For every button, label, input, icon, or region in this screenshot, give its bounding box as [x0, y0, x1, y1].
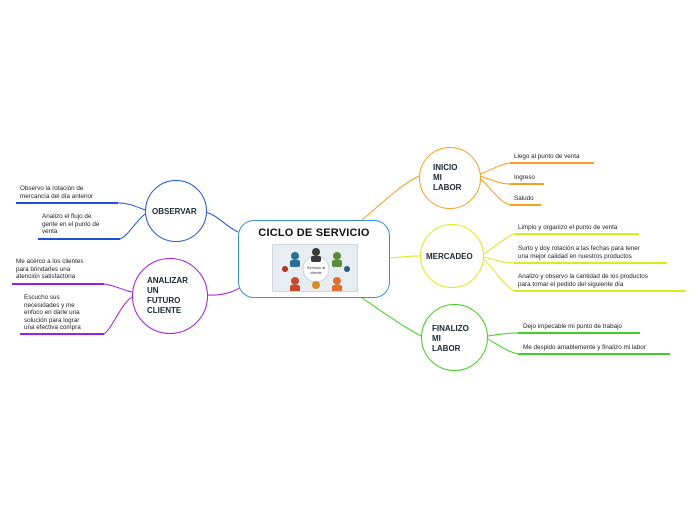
node-observar-label: OBSERVAR [152, 207, 197, 216]
link-central-observar [204, 211, 239, 233]
finalizo-leaf-2[interactable]: Me despido amablemente y finalizo mi lab… [523, 344, 646, 351]
link-analizar-leaf-2 [103, 296, 133, 335]
observar-leaf-1[interactable]: Observo la rotación de mercancía del día… [20, 185, 94, 200]
node-finalizo-mi-labor[interactable] [421, 304, 488, 371]
node-observar[interactable] [145, 180, 207, 242]
link-inicio-leaf-3 [479, 177, 511, 206]
link-finalizo-leaf-1 [487, 332, 519, 337]
link-central-mercadeo [389, 255, 421, 259]
link-observar-leaf-2 [119, 213, 146, 240]
mercadeo-leaf-3[interactable]: Analizo y observo la cantidad de los pro… [518, 273, 648, 288]
link-mercadeo-leaf-1 [483, 233, 515, 255]
inicio-leaf-1[interactable]: Llego al punto de venta [514, 153, 580, 160]
finalizo-leaf-1[interactable]: Dejo impecable mi punto de trabajo [523, 323, 623, 330]
inicio-leaf-2[interactable]: Ingreso [514, 174, 536, 181]
node-inicio-mi-labor[interactable] [419, 147, 481, 209]
link-finalizo-leaf-2 [487, 338, 519, 355]
link-mercadeo-leaf-3 [483, 258, 515, 292]
node-mercadeo[interactable] [420, 224, 484, 288]
analizar-leaf-1[interactable]: Me acerco a los clientes para brindarles… [16, 258, 84, 281]
central-topic[interactable]: CICLO DE SERVICIO Servicio al cliente [238, 220, 390, 298]
node-finalizo-label: FINALIZO MI LABOR [432, 324, 469, 353]
link-mercadeo-leaf-2 [483, 256, 515, 264]
link-central-inicio [361, 175, 420, 221]
node-mercadeo-label: MERCADEO [426, 252, 473, 261]
inicio-leaf-3[interactable]: Saludo [514, 195, 534, 202]
link-analizar-leaf-1 [103, 283, 133, 293]
link-central-finalizo [361, 297, 422, 337]
mercadeo-leaf-1[interactable]: Limpio y organizo el punto de venta [518, 224, 618, 231]
node-analizar-label: ANALIZAR UN FUTURO CLIENTE [147, 276, 188, 315]
node-inicio-label: INICIO MI LABOR [433, 163, 462, 192]
link-inicio-leaf-1 [479, 162, 511, 175]
observar-leaf-2[interactable]: Analizo el flujo de gente en el punto de… [42, 213, 100, 236]
central-title: CICLO DE SERVICIO [258, 227, 370, 239]
link-inicio-leaf-2 [479, 175, 511, 185]
mercadeo-leaf-2[interactable]: Surto y doy rotación a las fechas para t… [518, 245, 640, 260]
customer-service-illustration: Servicio al cliente [272, 244, 358, 292]
illustration-caption: Servicio al cliente [306, 265, 326, 275]
link-observar-leaf-1 [117, 202, 146, 211]
node-analizar[interactable] [132, 258, 208, 334]
analizar-leaf-2[interactable]: Escucho sus necesidades y me enfoco en d… [24, 294, 81, 332]
